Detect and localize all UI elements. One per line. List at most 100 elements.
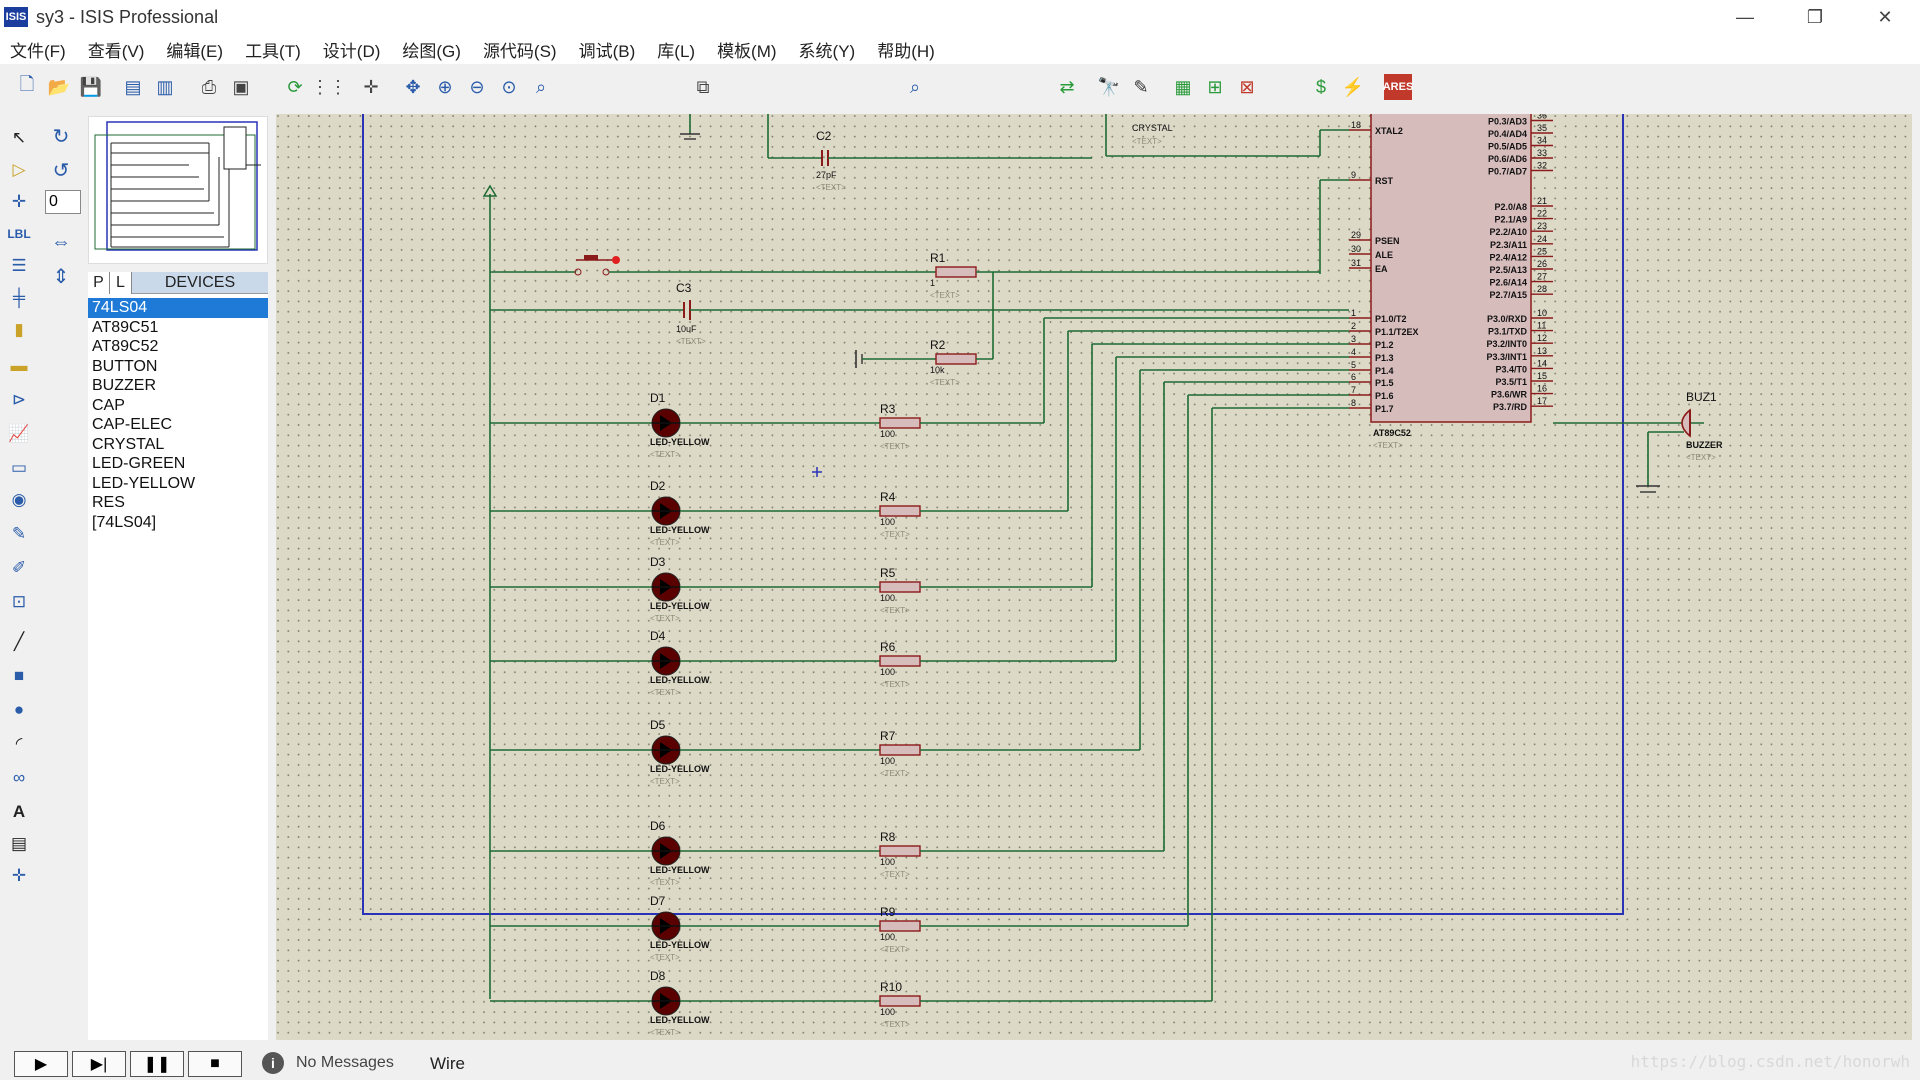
text-script-icon[interactable]: ☰: [11, 256, 27, 275]
graph-icon[interactable]: 📈: [8, 424, 30, 443]
new-sheet-icon[interactable]: ⊞: [1207, 76, 1223, 97]
symbol-tool-icon[interactable]: ▤: [10, 834, 28, 853]
device-list-item[interactable]: LED-GREEN: [92, 455, 186, 472]
pin-number: 4: [1351, 347, 1356, 357]
menu-source[interactable]: 源代码(S): [482, 41, 557, 61]
search-part-icon[interactable]: ⌕: [909, 76, 921, 97]
bill-icon[interactable]: $: [1315, 76, 1326, 97]
stop-button[interactable]: ■: [188, 1051, 242, 1077]
export-icon[interactable]: ▥: [156, 76, 174, 97]
text-placeholder: <TEXT>: [650, 953, 680, 962]
refresh-icon[interactable]: ⟳: [287, 76, 303, 97]
menu-view[interactable]: 查看(V): [87, 41, 145, 61]
netlist-icon[interactable]: ⚡: [1341, 76, 1365, 97]
menu-template[interactable]: 模板(M): [717, 41, 777, 61]
new-file-icon[interactable]: 🗋: [19, 74, 35, 94]
open-folder-icon[interactable]: 📂: [47, 76, 71, 97]
grid-icon[interactable]: ⋮⋮: [311, 76, 347, 97]
step-button[interactable]: ▶|: [72, 1051, 126, 1077]
menu-edit[interactable]: 编辑(E): [166, 41, 224, 61]
print-area-icon[interactable]: ▣: [232, 76, 250, 97]
save-icon[interactable]: 💾: [79, 76, 103, 97]
minimize-button[interactable]: —: [1736, 6, 1754, 27]
r1-ref: R1: [930, 251, 946, 265]
current-probe-icon[interactable]: ✐: [11, 558, 27, 577]
menu-help[interactable]: 帮助(H): [877, 41, 935, 61]
menu-file[interactable]: 文件(F): [10, 41, 66, 61]
menu-library[interactable]: 库(L): [657, 41, 696, 61]
device-list-item[interactable]: [74LS04]: [92, 513, 157, 531]
search-tag-icon[interactable]: 🔭: [1097, 76, 1121, 97]
close-button[interactable]: ✕: [1877, 6, 1893, 27]
menu-graph[interactable]: 绘图(G): [402, 41, 461, 61]
device-list-item[interactable]: BUZZER: [92, 377, 156, 394]
rotation-angle-input[interactable]: [45, 190, 81, 214]
arc-tool-icon[interactable]: ◜: [15, 734, 23, 753]
device-list-item[interactable]: LED-YELLOW: [92, 474, 196, 492]
voltage-probe-icon[interactable]: ✎: [11, 524, 27, 543]
zoom-all-icon[interactable]: ⊙: [501, 76, 517, 97]
text-placeholder: <TEXT>: [880, 530, 910, 539]
bus-icon[interactable]: ╪: [12, 288, 26, 307]
mirror-vertical-icon[interactable]: ⇕: [52, 265, 70, 288]
pick-devices-button[interactable]: P: [88, 272, 110, 294]
import-icon[interactable]: ▤: [124, 76, 142, 97]
selection-mode-icon[interactable]: ↖: [11, 128, 27, 147]
mcu-body: [1370, 114, 1532, 423]
pin-name: P0.6/AD6: [1488, 154, 1527, 164]
device-pin-icon[interactable]: ⊳: [11, 390, 27, 409]
zoom-area-icon[interactable]: ⌕: [535, 76, 547, 97]
circle-tool-icon[interactable]: ●: [13, 700, 25, 719]
subcircuit-icon[interactable]: ▮: [14, 320, 24, 339]
rotate-anticlockwise-icon[interactable]: ↺: [52, 159, 70, 182]
box-tool-icon[interactable]: ■: [13, 666, 25, 685]
device-list-item[interactable]: AT89C51: [92, 318, 159, 336]
pin-name: PSEN: [1375, 236, 1400, 246]
marker-tool-icon[interactable]: ✛: [11, 866, 27, 885]
origin-icon[interactable]: ✛: [363, 76, 379, 97]
library-manager-button[interactable]: L: [110, 272, 132, 294]
mirror-horizontal-icon[interactable]: ⇔: [51, 230, 71, 253]
pin-number: 8: [1351, 398, 1356, 408]
pan-icon[interactable]: ✥: [405, 76, 421, 97]
copy-icon[interactable]: ⧉: [696, 76, 710, 97]
device-list-item[interactable]: AT89C52: [92, 338, 159, 355]
component-mode-icon[interactable]: ▷: [12, 160, 26, 179]
device-list-item[interactable]: RES: [92, 494, 125, 511]
resistor-r10: [879, 995, 921, 1007]
line-tool-icon[interactable]: ╱: [13, 632, 25, 651]
wire-autoroute-icon[interactable]: ⇄: [1059, 76, 1075, 97]
schematic-canvas[interactable]: AT89C52<TEXT>19XTAL118XTAL29RST29PSEN30A…: [276, 114, 1912, 1040]
pause-button[interactable]: ❚❚: [130, 1051, 184, 1077]
device-list-item[interactable]: CRYSTAL: [92, 435, 165, 453]
device-list-item[interactable]: 74LS04: [88, 298, 268, 318]
text-tool-icon[interactable]: A: [12, 802, 26, 821]
junction-icon[interactable]: ✛: [11, 192, 27, 211]
overview-window[interactable]: [88, 116, 268, 264]
play-button[interactable]: ▶: [14, 1051, 68, 1077]
bom-icon[interactable]: ▦: [1174, 76, 1192, 97]
menu-tools[interactable]: 工具(T): [245, 41, 301, 61]
remove-sheet-icon[interactable]: ⊠: [1239, 76, 1255, 97]
tape-recorder-icon[interactable]: ▭: [10, 458, 28, 477]
wire-label-icon[interactable]: LBL: [7, 227, 31, 241]
menu-design[interactable]: 设计(D): [322, 41, 381, 61]
schematic-drawing[interactable]: AT89C52<TEXT>19XTAL118XTAL29RST29PSEN30A…: [276, 114, 1912, 1040]
zoom-out-icon[interactable]: ⊖: [469, 76, 485, 97]
ares-icon[interactable]: ARES: [1383, 74, 1413, 100]
device-list-item[interactable]: CAP-ELEC: [92, 416, 173, 433]
zoom-in-icon[interactable]: ⊕: [437, 76, 453, 97]
property-tool-icon[interactable]: ✎: [1133, 76, 1149, 97]
print-icon[interactable]: ⎙: [201, 76, 217, 97]
device-list-item[interactable]: CAP: [92, 396, 125, 414]
virtual-instrument-icon[interactable]: ⊡: [11, 592, 27, 611]
text-placeholder: <TEXT>: [1373, 441, 1403, 450]
generator-icon[interactable]: ◉: [11, 490, 27, 509]
terminal-icon[interactable]: ▬: [10, 356, 28, 375]
restore-button[interactable]: ❐: [1806, 6, 1824, 27]
menu-system[interactable]: 系统(Y): [798, 41, 856, 61]
rotate-clockwise-icon[interactable]: ↻: [52, 125, 70, 148]
device-list-item[interactable]: BUTTON: [92, 357, 158, 375]
menu-debug[interactable]: 调试(B): [578, 41, 636, 61]
path-tool-icon[interactable]: ∞: [12, 768, 26, 787]
